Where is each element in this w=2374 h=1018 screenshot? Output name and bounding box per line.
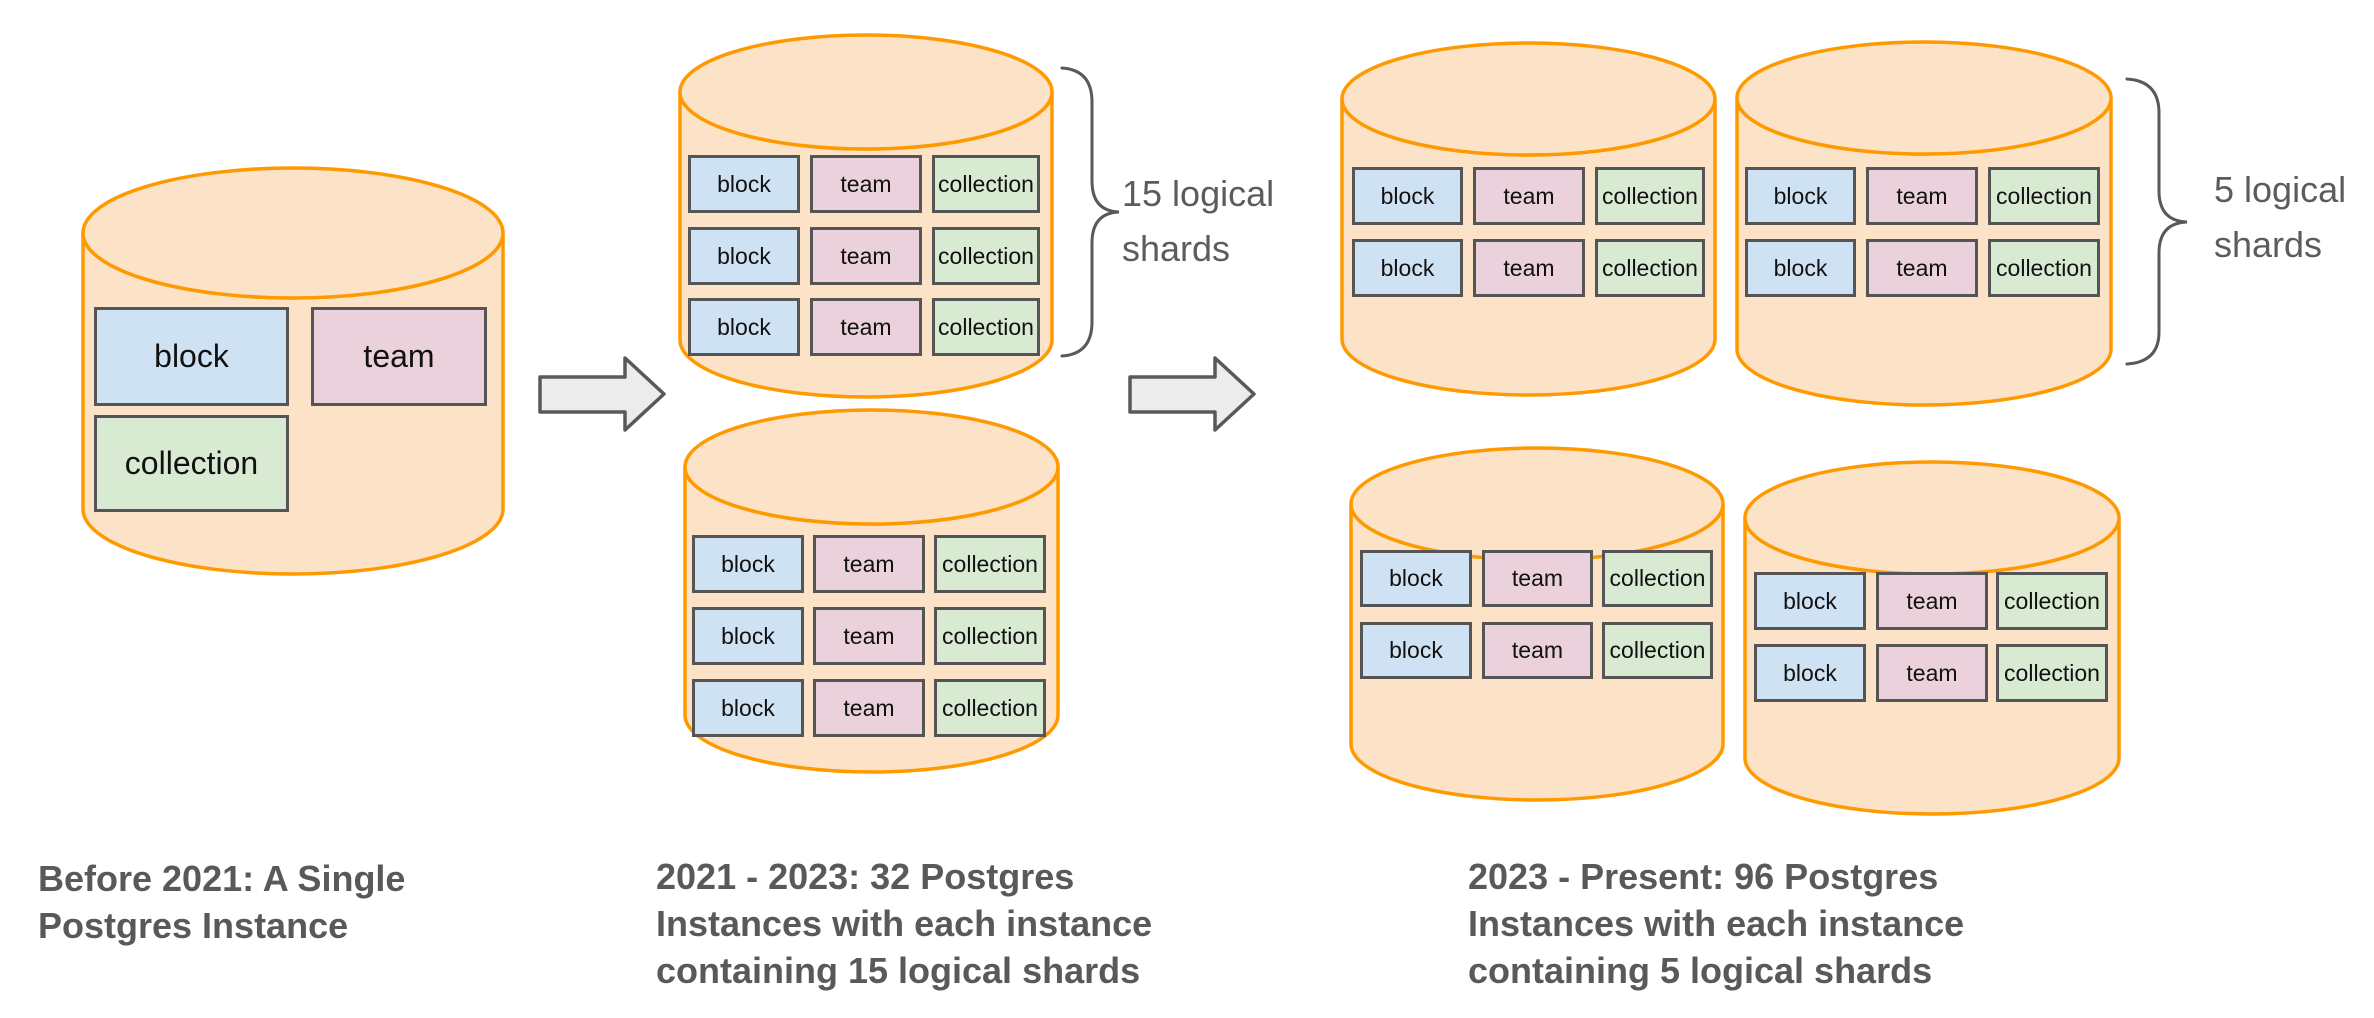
shard-count-label-15: 15 logical shards	[1122, 166, 1274, 276]
stage2-caption: 2021 - 2023: 32 Postgres Instances with …	[656, 853, 1152, 994]
table-chip-team: team	[813, 535, 925, 593]
table-chip-collection: collection	[1602, 622, 1713, 679]
table-chip-team: team	[813, 679, 925, 737]
table-chip-block: block	[1754, 644, 1866, 702]
table-chip-block: block	[688, 227, 800, 285]
table-chip-block: block	[1352, 167, 1463, 225]
table-chip-team: team	[311, 307, 487, 406]
table-chip-team: team	[1473, 239, 1585, 297]
table-chip-block: block	[1745, 239, 1856, 297]
table-chip-block: block	[1352, 239, 1463, 297]
table-chip-team: team	[810, 155, 922, 213]
table-chip-collection: collection	[934, 535, 1046, 593]
stage3-caption: 2023 - Present: 96 Postgres Instances wi…	[1468, 853, 1964, 994]
table-chip-collection: collection	[1595, 167, 1705, 225]
table-chip-team: team	[810, 298, 922, 356]
caption-line: Instances with each instance	[1468, 903, 1965, 944]
table-chip-team: team	[1482, 550, 1593, 607]
table-chip-collection: collection	[932, 227, 1040, 285]
caption-line: 2023 - Present: 96 Postgres	[1468, 856, 1939, 897]
table-chip-collection: collection	[1595, 239, 1705, 297]
caption-line: containing 5 logical shards	[1468, 950, 1933, 991]
table-chip-block: block	[692, 535, 804, 593]
table-chip-team: team	[1876, 572, 1988, 630]
brace-15-logical-shards	[1060, 66, 1120, 358]
table-chip-collection: collection	[94, 415, 289, 512]
table-chip-block: block	[1745, 167, 1856, 225]
table-chip-block: block	[94, 307, 289, 406]
table-chip-collection: collection	[934, 607, 1046, 665]
table-chip-block: block	[688, 155, 800, 213]
table-chip-block: block	[692, 607, 804, 665]
table-chip-collection: collection	[1988, 239, 2100, 297]
stage3-database-cylinder-bottom-right	[1743, 460, 2121, 816]
shard-count-label-line: 5 logical	[2214, 169, 2347, 210]
table-chip-team: team	[1866, 167, 1978, 225]
table-chip-block: block	[692, 679, 804, 737]
table-chip-block: block	[688, 298, 800, 356]
table-chip-block: block	[1360, 550, 1472, 607]
brace-5-logical-shards	[2125, 77, 2188, 366]
table-chip-collection: collection	[1988, 167, 2100, 225]
table-chip-collection: collection	[1602, 550, 1713, 607]
table-chip-team: team	[810, 227, 922, 285]
table-chip-team: team	[1473, 167, 1585, 225]
caption-line: 2021 - 2023: 32 Postgres	[656, 856, 1075, 897]
caption-line: Postgres Instance	[38, 905, 349, 946]
table-chip-collection: collection	[1996, 644, 2108, 702]
table-chip-collection: collection	[932, 155, 1040, 213]
shard-count-label-line: 15 logical	[1122, 173, 1275, 214]
table-chip-team: team	[1482, 622, 1593, 679]
table-chip-collection: collection	[934, 679, 1046, 737]
transition-arrow-2	[1128, 356, 1256, 432]
caption-line: Before 2021: A Single	[38, 858, 406, 899]
stage1-caption: Before 2021: A Single Postgres Instance	[38, 855, 405, 949]
table-chip-block: block	[1360, 622, 1472, 679]
caption-line: containing 15 logical shards	[656, 950, 1141, 991]
table-chip-block: block	[1754, 572, 1866, 630]
shard-count-label-line: shards	[1122, 228, 1231, 269]
table-chip-team: team	[1866, 239, 1978, 297]
caption-line: Instances with each instance	[656, 903, 1153, 944]
transition-arrow-1	[538, 356, 666, 432]
table-chip-collection: collection	[932, 298, 1040, 356]
shard-count-label-line: shards	[2214, 224, 2323, 265]
shard-count-label-5: 5 logical shards	[2214, 162, 2346, 272]
table-chip-team: team	[1876, 644, 1988, 702]
table-chip-collection: collection	[1996, 572, 2108, 630]
table-chip-team: team	[813, 607, 925, 665]
